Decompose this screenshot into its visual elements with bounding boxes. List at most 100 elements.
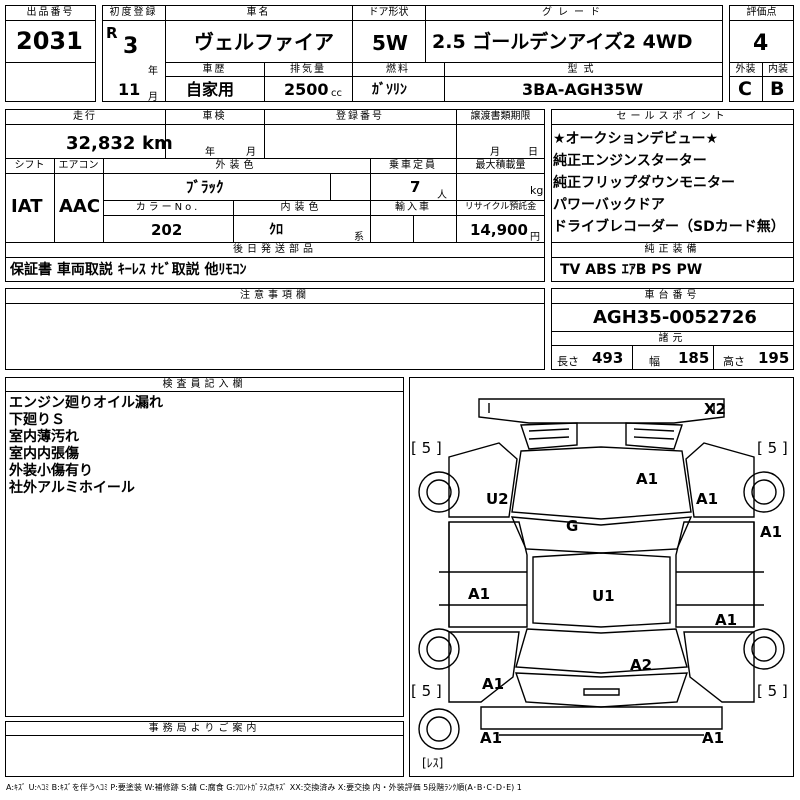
era: R [106,24,118,42]
score: 4 [753,31,769,56]
equipment: TV ABS ｴｱB PS PW [560,262,703,278]
exterior-grade: C [738,78,752,100]
transfer-month-unit: 月 [490,147,500,158]
chassis-box [551,288,794,370]
score-label: 評価点 [746,7,777,18]
ac-label: エアコン [58,160,99,171]
damage-a1-right-fender: A1 [696,490,719,508]
recycle-unit: 円 [530,232,540,243]
lot-number: 2031 [16,27,83,55]
later-parts-label: 後日発送部品 [233,244,317,255]
displacement-label: 排気量 [290,64,326,75]
tire-rear-left: [ 5 ] [411,682,442,700]
displacement-unit: cc [331,88,342,99]
reg-month: 11 [118,80,141,99]
width-label: 幅 [649,355,660,368]
inspector-note: 室内薄汚れ [9,429,79,445]
capacity-unit: 人 [437,190,447,201]
color-number: 202 [151,221,183,239]
transfer-label: 譲渡書類期限 [470,111,531,122]
door-type: 5W [372,31,408,55]
transfer-day-unit: 日 [528,147,538,158]
caution-label: 注意事項欄 [240,290,310,301]
damage-a1-left-door: A1 [468,585,491,603]
month-unit: 月 [148,92,158,103]
interior-grade-label: 内装 [768,64,788,75]
door-label: ドア形状 [368,7,409,18]
exterior-grade-label: 外装 [735,64,756,75]
sales-points-list: ★オークションデビュー★ 純正エンジンスターター 純正フリップダウンモニター パ… [553,128,785,238]
damage-a1-right-door: A1 [715,611,738,629]
caution-box [5,288,545,370]
sales-point-item: パワーバックドア [553,197,665,213]
damage-a1-bumper-left: A1 [480,729,503,747]
damage-g: G [566,517,579,535]
damage-a1-bumper-right: A1 [702,729,725,747]
inspector-note: 室内内張傷 [9,446,79,462]
damage-a1-right-side: A1 [760,523,783,541]
damage-u1: U1 [592,587,615,605]
dims-label: 諸元 [658,333,687,344]
equipment-label: 純正装備 [644,244,701,255]
spare-tire-label: [ﾚｽ] [422,756,444,770]
car-diagram [418,398,785,750]
max-load-label: 最大積載量 [475,160,526,171]
office-box [5,721,404,777]
import-label: 輸入車 [395,202,431,213]
capacity-label: 乗車定員 [389,160,437,171]
car-name: ヴェルファイア [194,30,334,54]
inspector-note: 下廻りＳ [9,412,65,428]
model-code: 3BA-AGH35W [522,80,644,99]
color: ﾌﾞﾗｯｸ [186,178,224,196]
displacement: 2500 [284,80,329,99]
damage-diagram-box [409,377,794,777]
inspection-year-unit: 年 [205,147,215,158]
legend: A:ｷｽﾞ U:ﾍｺﾐ B:ｷｽﾞを伴うﾍｺﾐ P:要塗装 W:補修跡 S:錆 … [6,783,522,792]
chassis-label: 車台番号 [644,290,701,301]
inspector-label: 検査員記入欄 [162,379,247,390]
reg-number-label: 登録番号 [336,111,384,122]
damage-u2: U2 [486,490,509,508]
inspection-label: 車検 [202,111,227,122]
inspector-note: エンジン廻りオイル漏れ [9,395,163,411]
inspector-note: 社外アルミホイール [9,480,135,496]
damage-a1-rear-left: A1 [482,675,505,693]
color-label: 外装色 [215,160,258,171]
interior-grade: B [770,78,785,100]
recycle-label: リサイクル預託金 [464,202,537,212]
grade: 2.5 ゴールデンアイズ2 4WD [432,31,693,53]
first-reg-label: 初度登録 [109,7,158,18]
car-name-label: 車名 [246,7,271,18]
damage-a2: A2 [630,656,653,674]
model-label: 型式 [567,64,600,75]
later-parts: 保証書 車両取説 ｷｰﾚｽ ﾅﾋﾞ取説 他ﾘﾓｺﾝ [10,262,247,278]
inspector-notes: エンジン廻りオイル漏れ 下廻りＳ 室内薄汚れ 室内内張傷 外装小傷有り 社外アル… [9,395,163,497]
lot-number-label: 出品番号 [26,7,75,18]
grade-label: グレード [542,7,606,18]
inspector-note: 外装小傷有り [9,463,93,479]
length: 493 [592,349,624,367]
fuel-label: 燃料 [386,64,410,75]
sales-points-box [551,109,794,282]
chassis-number: AGH35-0052726 [593,307,757,328]
mileage: 32,832 [66,133,136,154]
height: 195 [758,349,790,367]
office-label: 事務局よりご案内 [148,723,261,734]
shift: IAT [11,196,43,217]
reg-year: 3 [123,34,139,59]
score-box [729,5,794,102]
sales-points-label: セールスポイント [616,111,729,122]
color-number-label: カラーNo. [135,202,201,213]
max-load-unit: kg [530,184,544,197]
inspector-box [5,377,404,717]
vehicle-header-grid [102,5,723,102]
length-label: 長さ [557,355,579,368]
interior-color-label: 内装色 [280,202,323,213]
info-block [5,109,545,282]
sales-point-item: 純正フリップダウンモニター [553,175,735,191]
recycle-fee: 14,900 [470,221,528,239]
sales-point-item: ドライブレコーダー（SDカード無） [553,219,785,235]
shift-label: シフト [14,160,45,171]
width: 185 [678,349,710,367]
history-label: 車歴 [202,64,227,75]
